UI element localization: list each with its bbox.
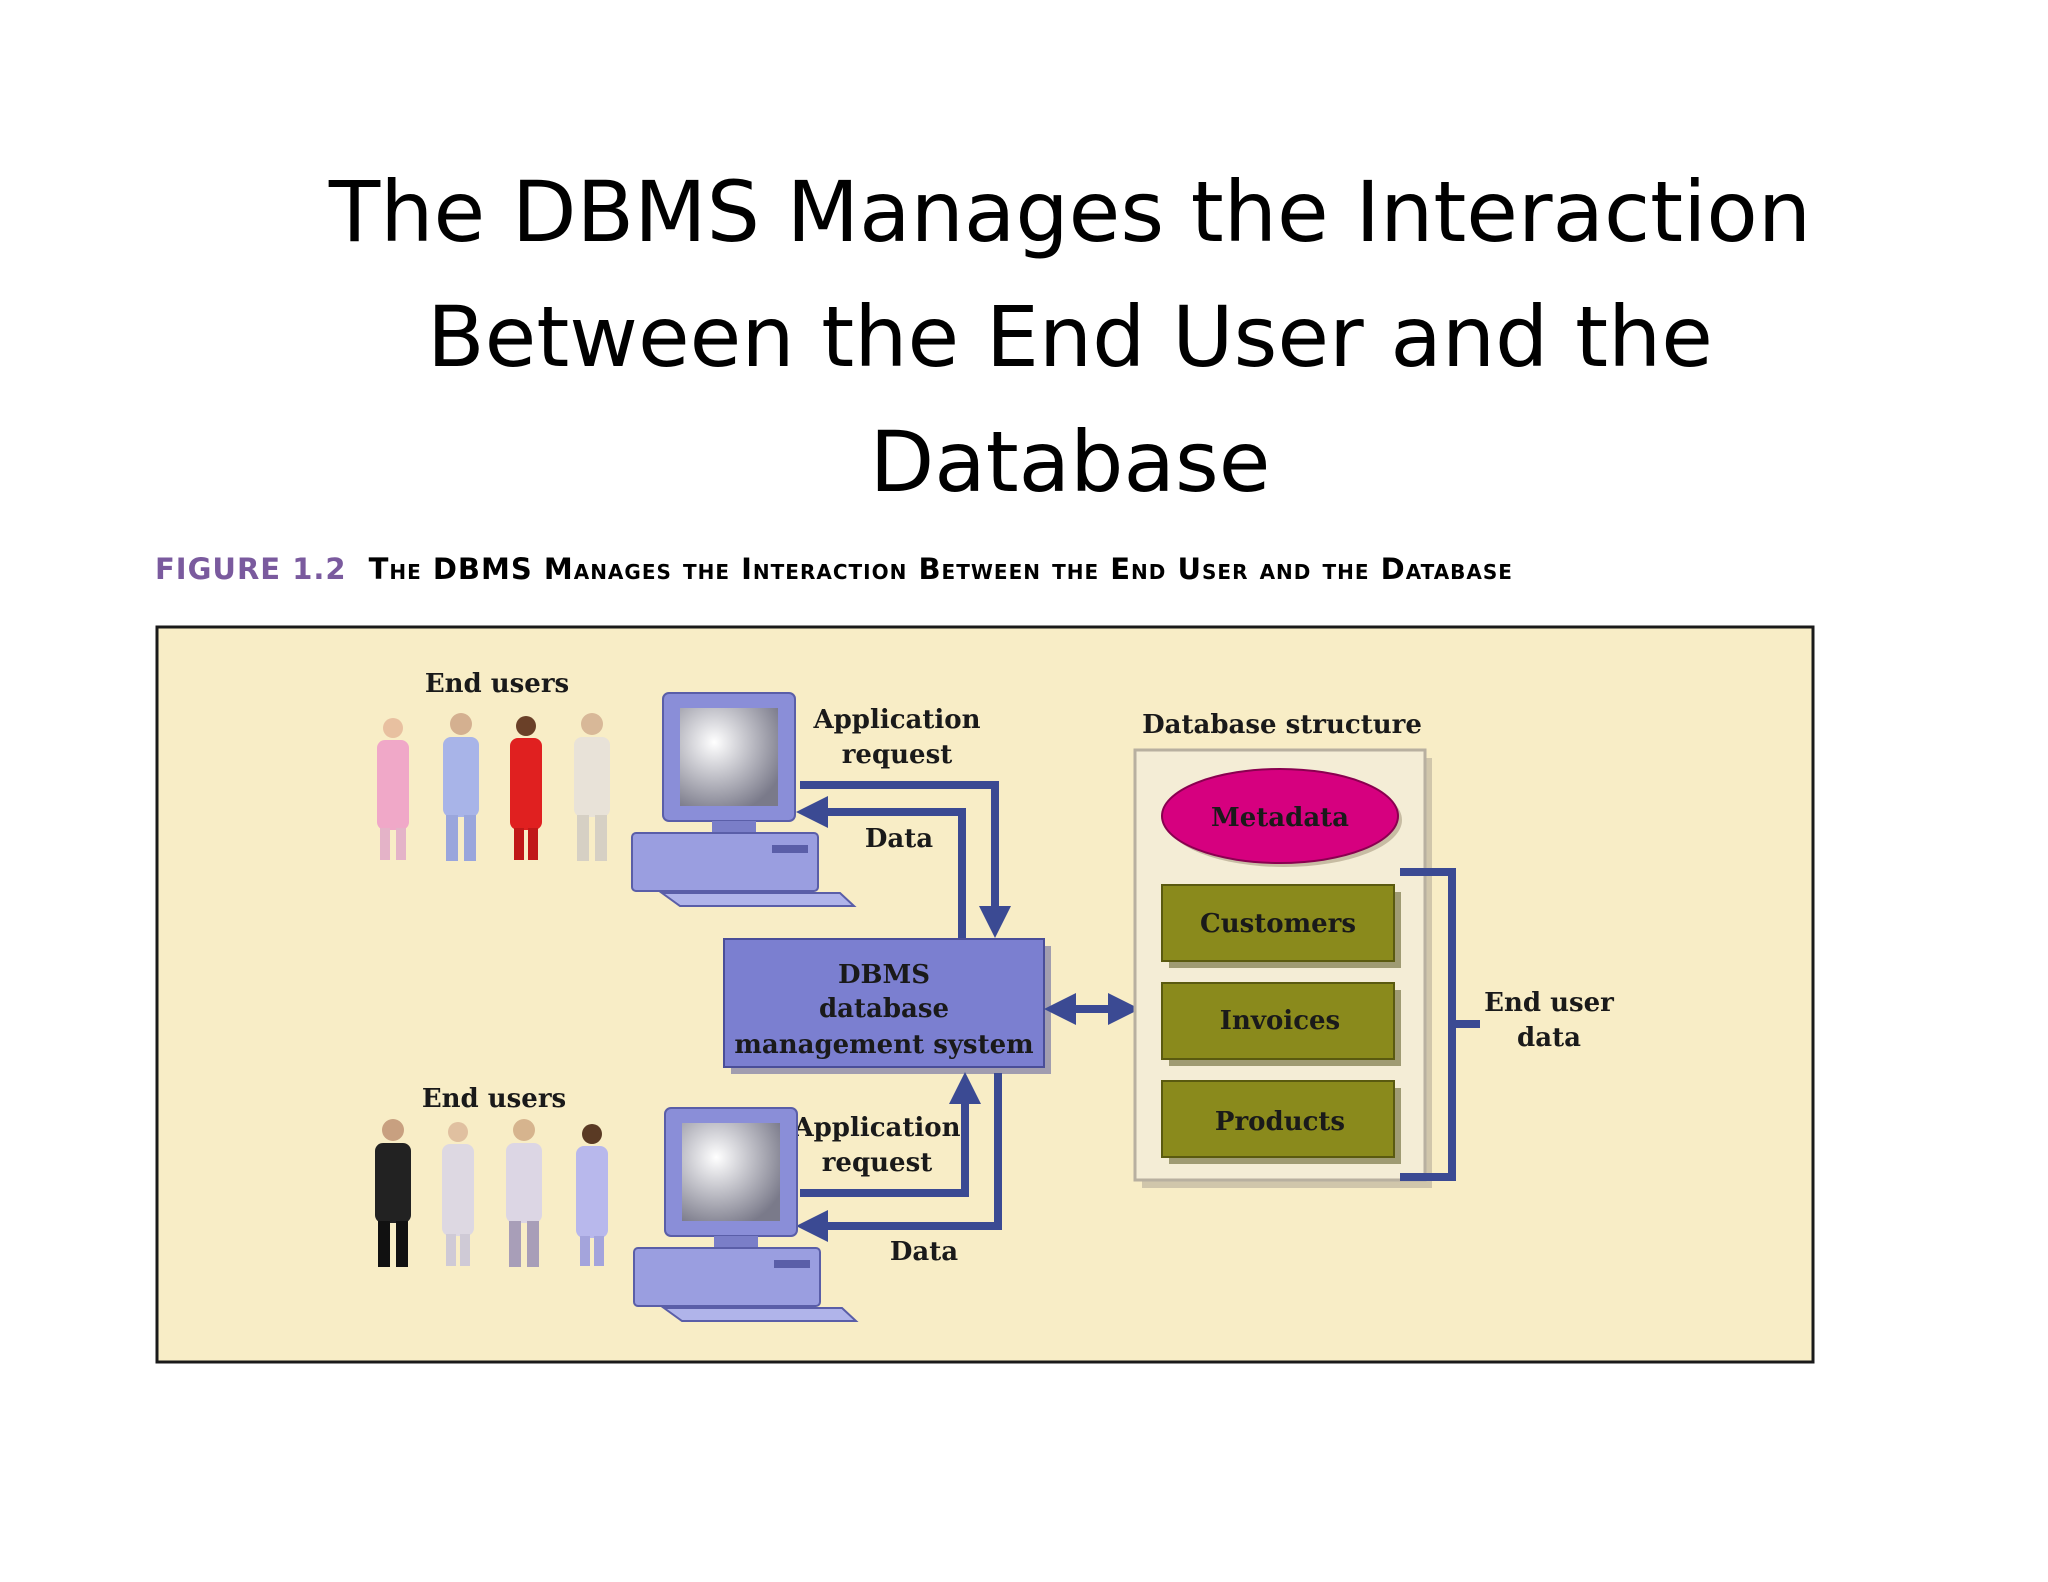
dbms-box [723,938,1051,1074]
table-label: Products [1215,1107,1345,1137]
person-icon [574,713,610,861]
top-request-label-line1: Application [812,705,980,735]
metadata-ellipse [1161,768,1402,867]
figure-caption-text: The DBMS Manages the Interaction Between… [368,552,1513,586]
person-icon [442,1122,474,1266]
bottom-request-label-line1: Application [792,1113,960,1143]
figure-caption: FIGURE 1.2 The DBMS Manages the Interacti… [155,552,1513,586]
person-icon [506,1119,542,1267]
top-end-users-label: End users [425,669,569,699]
slide-title-line-3: Database [869,413,1271,511]
figure-number: FIGURE 1.2 [155,552,347,586]
slide-title-line-1: The DBMS Manages the Interaction [328,163,1812,261]
dbms-label-line1: DBMS [838,960,930,990]
end-user-data-label-line2: data [1517,1023,1581,1053]
metadata-label: Metadata [1211,803,1349,833]
top-end-users-group [377,713,610,861]
database-structure-label: Database structure [1142,710,1422,740]
table-label: Customers [1200,909,1356,939]
slide-title-line-2: Between the End User and the [427,288,1713,386]
bottom-data-arrow [796,1073,1002,1242]
slide-title: The DBMS Manages the Interaction Between… [240,150,1900,525]
bottom-request-arrow [800,1072,981,1197]
table-label: Invoices [1220,1006,1340,1036]
table-customers-box [1161,884,1401,968]
top-data-arrow [796,796,966,940]
person-icon [510,716,542,860]
top-data-label: Data [865,824,933,854]
end-user-data-label-line1: End user [1484,988,1614,1018]
bottom-computer-icon [633,1107,859,1322]
dbms-label-line3: management system [734,1030,1033,1060]
top-request-arrow [800,781,1011,938]
person-icon [377,718,409,860]
bottom-end-users-label: End users [422,1084,566,1114]
dbms-label-line2: database [819,994,949,1024]
person-icon [576,1124,608,1266]
table-invoices-box [1161,982,1401,1066]
top-computer-icon [631,692,857,907]
bottom-data-label: Data [890,1237,958,1267]
person-icon [443,713,479,861]
bottom-end-users-group [375,1119,608,1267]
top-request-label-line2: request [842,740,953,770]
table-products-box [1161,1080,1401,1164]
person-icon [375,1119,411,1267]
bottom-request-label-line2: request [822,1148,933,1178]
